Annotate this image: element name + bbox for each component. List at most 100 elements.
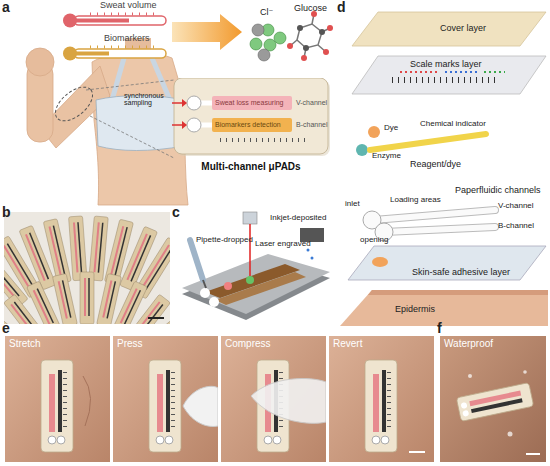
device-photo-fan-part-part [43, 219, 71, 285]
device-photo-fan-part-part [97, 274, 122, 324]
channel-band: Sweat loss measuringV-channel [212, 96, 330, 110]
thermometer-icon: Sweat volume [60, 0, 170, 30]
part-label: V-channel [498, 202, 534, 210]
photo-panel-part-part [58, 370, 62, 432]
device-photo-fan-part-part-part [98, 223, 102, 273]
person-illustration-part [26, 48, 54, 76]
part-label: B-channel [498, 222, 534, 230]
thermometer-icon-part-part [74, 16, 166, 25]
thermometer-icon-part-part [74, 52, 109, 56]
fabrication-platform-part [209, 297, 219, 307]
node-text: Waterproof [444, 339, 493, 350]
device-photo-fan-part-part-part [128, 294, 170, 324]
layer-stack-part [352, 56, 546, 94]
photo-panel: Stretch [5, 336, 110, 462]
channel-band-part-part [212, 96, 292, 110]
part-label: opening [360, 236, 388, 244]
part-label: Enzyme [372, 152, 401, 160]
node-text: Sweat loss measuring [215, 99, 283, 106]
device-photo-fan-part-part-part [89, 216, 109, 281]
fabrication-platform [182, 212, 330, 320]
photo-panel-part-part [149, 360, 181, 452]
node-text: Biomarkers [104, 34, 150, 43]
fabrication-platform-part [215, 272, 306, 305]
device-photo-fan-part [148, 317, 164, 319]
fabrication-platform-part [203, 280, 206, 288]
device-photo-fan-part-part-part [97, 274, 122, 324]
photo-panel-part-part [273, 436, 281, 444]
layer-label: Cover layer [440, 24, 486, 33]
photo-panel-part-part [440, 336, 546, 462]
device-photo-fan-part-part-part [34, 290, 50, 324]
device-photo-fan-part-part [52, 274, 77, 324]
photo-panel-part-part [508, 432, 513, 437]
glucose-icon [287, 11, 333, 61]
chloride-icon-part [258, 49, 270, 61]
layer-stack-part [445, 71, 480, 73]
device-photo-fan-part-part-part [80, 272, 94, 324]
panel-letter: d [337, 0, 346, 15]
photo-panel-part-part [372, 436, 380, 444]
glucose-icon-part [297, 25, 303, 31]
fabrication-platform-part [243, 212, 257, 224]
photo-panel-part-part [523, 370, 527, 374]
layer-label: Skin-safe adhesive layer [412, 268, 510, 277]
flow-arrow [172, 14, 242, 50]
device-photo-fan-part-part-part [115, 227, 127, 276]
device-photo-fan-part-part-part [103, 280, 111, 317]
photo-panel-part-part-part [460, 402, 467, 409]
thermometer-icon-part-part [63, 14, 77, 28]
glucose-icon-part [303, 45, 309, 51]
photo-panel-part [440, 336, 546, 462]
device-photo-fan-part-part-part [4, 246, 30, 289]
photo-panel-part-part [57, 436, 65, 444]
chloride-icon-part [274, 32, 286, 44]
layer-stack-part [400, 71, 440, 73]
person-illustration [26, 38, 188, 205]
node-text: B-channel [296, 121, 328, 128]
layer-stack-part [374, 210, 495, 220]
device-photo-fan-part [4, 212, 170, 324]
chloride-icon-part [252, 24, 264, 36]
photo-panel-part-part [365, 360, 397, 452]
device-photo-fan-part-part-part [107, 281, 115, 318]
device-box-part-part [172, 102, 182, 104]
device-box: Multi-channel μPADsSweat loss measuringV… [170, 78, 332, 178]
photo-panel-part-part [468, 374, 472, 378]
thermometer-icon-part-part [90, 46, 160, 49]
glucose-icon-part [323, 49, 329, 55]
device-photo-fan-part-part-part [153, 323, 170, 324]
thermometer-icon-part-part [74, 19, 129, 23]
process-label: Laser engraved [255, 240, 311, 248]
molecule-label: Cl⁻ [260, 8, 273, 17]
panel-letter: a [2, 0, 10, 15]
device-photo-fan-part-part-part [124, 290, 140, 324]
photo-panel-part-part [382, 370, 386, 432]
photo-panel-part-part [387, 372, 391, 432]
panel-letter: f [437, 321, 442, 336]
layer-stack-part [384, 227, 495, 232]
person-illustration-part [49, 81, 98, 128]
photo-panel-part-part [526, 453, 540, 455]
photo-panel-part-part [251, 379, 326, 424]
layer-stack-part [340, 290, 548, 326]
device-box-part-part [187, 118, 201, 132]
annotation: synchronous sampling [124, 92, 172, 107]
fabrication-platform-part [249, 224, 251, 276]
glucose-icon-part [287, 43, 293, 49]
photo-panel-part-part [373, 374, 379, 432]
photo-panel-part-part [63, 372, 67, 432]
device-photo-fan-part-part-part [146, 247, 170, 289]
fabrication-platform-part [307, 249, 310, 252]
device-photo-fan-part-part-part [26, 234, 45, 280]
node-text: Compress [225, 339, 271, 350]
photo-panel-part-part [264, 436, 272, 444]
photo-panel-part-part [5, 336, 110, 462]
device-photo-fan-part-part-part [14, 302, 37, 324]
device-photo-fan-part-part-part [121, 289, 137, 323]
fabrication-platform-part [246, 276, 254, 284]
photo-panel-part-part [171, 372, 175, 432]
photo-panel-part-part [49, 374, 55, 432]
part-label: Chemical indicator [420, 120, 486, 128]
